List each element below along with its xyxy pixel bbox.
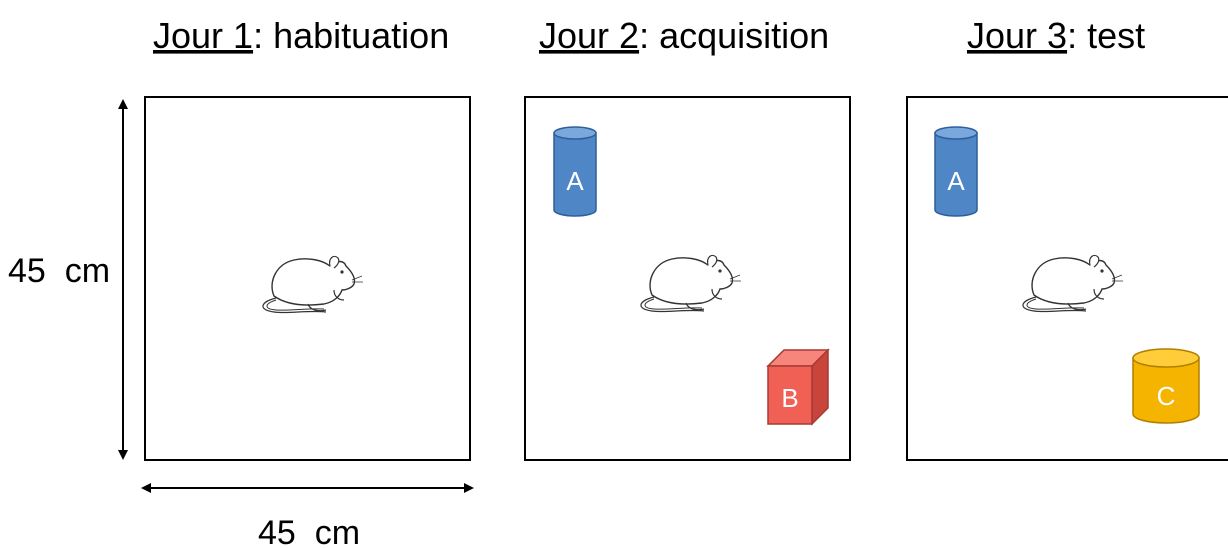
panel-2-day: Jour 2	[539, 15, 639, 56]
panel-1-phase: : habituation	[253, 15, 449, 56]
object-c-label: C	[1157, 381, 1176, 411]
panel-1-day: Jour 1	[153, 15, 253, 56]
height-label: 45 cm	[8, 252, 110, 290]
object-a-cylinder: A	[934, 126, 978, 217]
panel-1-title: Jour 1: habituation	[153, 15, 449, 56]
object-c-cylinder: C	[1132, 348, 1200, 424]
object-a-cylinder: A	[553, 126, 597, 217]
panel-2-title: Jour 2: acquisition	[539, 15, 829, 56]
panel-3-day: Jour 3	[967, 15, 1067, 56]
panel-2-phase: : acquisition	[639, 15, 829, 56]
panel-3-title: Jour 3: test	[967, 15, 1145, 56]
panel-3-phase: : test	[1067, 15, 1145, 56]
object-a-label: A	[947, 166, 965, 196]
width-label: 45 cm	[258, 514, 360, 549]
object-b-cube: B	[766, 348, 830, 426]
object-b-label: B	[781, 383, 798, 413]
object-a-label: A	[566, 166, 584, 196]
